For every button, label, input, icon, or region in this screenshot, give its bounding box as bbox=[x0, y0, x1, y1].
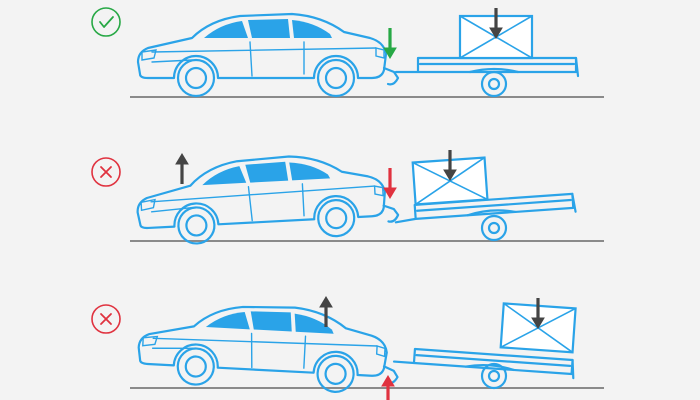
scenario-1 bbox=[91, 6, 604, 98]
car bbox=[136, 12, 400, 98]
car bbox=[135, 298, 402, 397]
check-circle-icon bbox=[91, 7, 121, 37]
car bbox=[134, 149, 401, 248]
x-circle-icon bbox=[91, 157, 121, 187]
trailer bbox=[392, 347, 575, 380]
car-rear-arrow-up-icon bbox=[318, 295, 334, 329]
x-circle-icon bbox=[91, 304, 121, 334]
trailer bbox=[394, 56, 580, 98]
car-front-arrow-up-icon bbox=[174, 152, 190, 186]
trailer bbox=[394, 192, 577, 224]
scenario-3 bbox=[91, 295, 604, 400]
scenario-2 bbox=[91, 148, 604, 248]
